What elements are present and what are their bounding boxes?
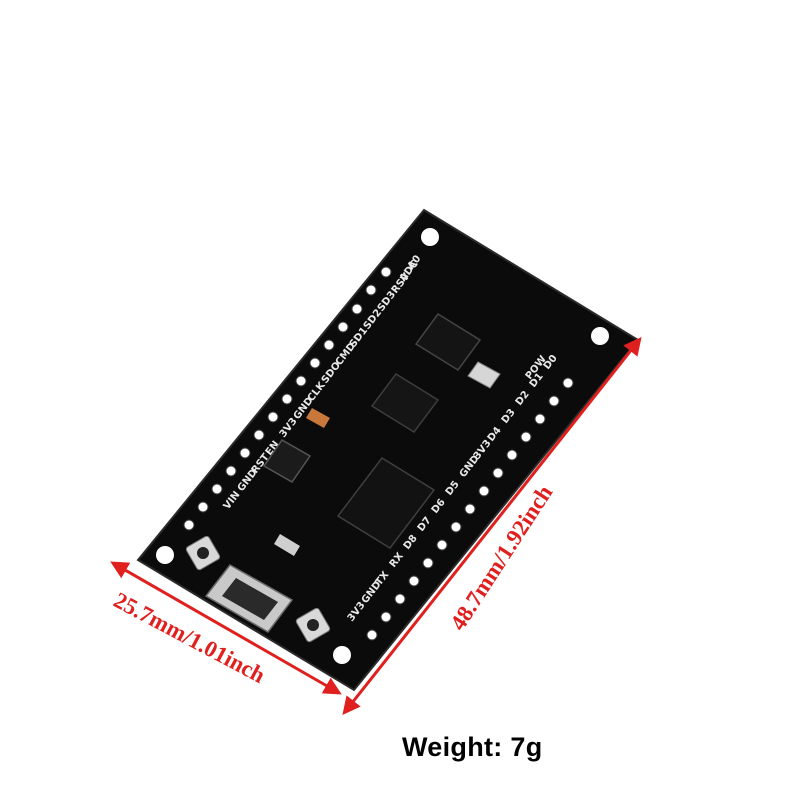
mounting-hole — [156, 546, 174, 564]
button-cap — [307, 619, 319, 631]
mounting-hole — [591, 327, 609, 345]
pcb-board: VIN GND RST EN 3V3 GND CLK SDO CMD SD1 S… — [136, 208, 640, 692]
weight-label: Weight: 7g — [402, 732, 543, 762]
mounting-hole — [421, 228, 439, 246]
capacitor — [306, 408, 330, 428]
width-arrow — [110, 561, 342, 695]
small-crystal — [274, 534, 300, 556]
length-arrow — [342, 336, 642, 716]
button-cap — [197, 547, 209, 559]
left-pin-header — [183, 266, 392, 531]
voltage-regulator — [262, 439, 312, 483]
mounting-hole — [333, 646, 351, 664]
